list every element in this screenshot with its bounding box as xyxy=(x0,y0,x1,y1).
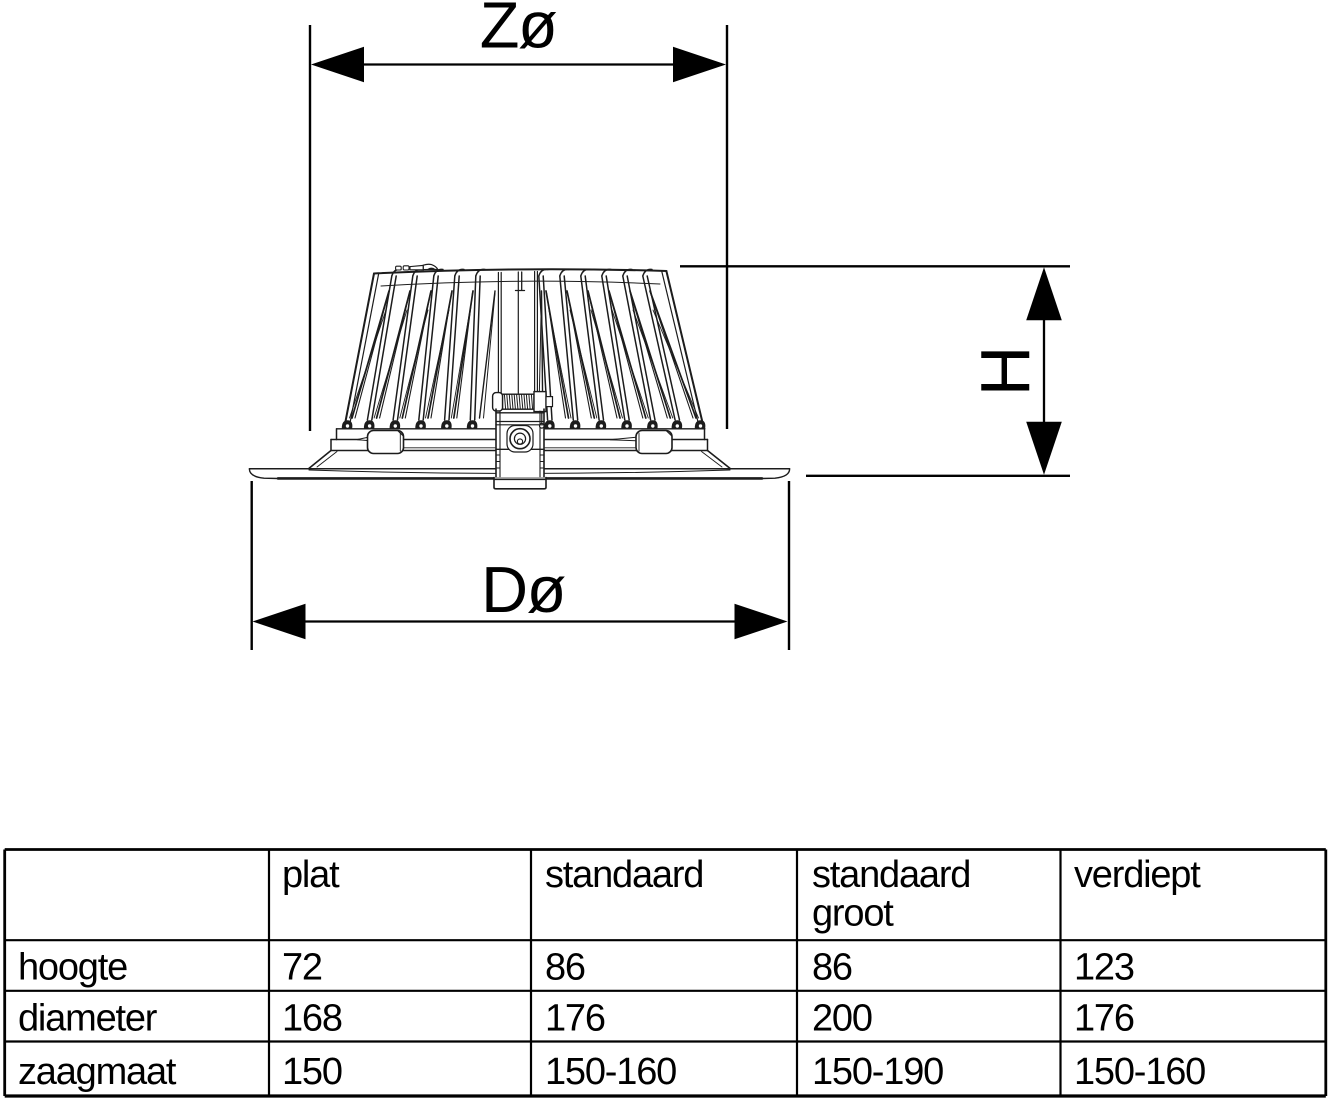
svg-text:verdiept: verdiept xyxy=(1074,854,1201,896)
svg-text:zaagmaat: zaagmaat xyxy=(18,1051,177,1093)
svg-text:123: 123 xyxy=(1074,947,1134,989)
svg-text:150: 150 xyxy=(282,1051,342,1093)
svg-text:86: 86 xyxy=(812,947,852,989)
svg-text:plat: plat xyxy=(282,854,340,896)
svg-text:200: 200 xyxy=(812,998,872,1040)
svg-text:150-160: 150-160 xyxy=(1074,1051,1205,1093)
svg-text:standaard: standaard xyxy=(812,854,970,896)
svg-text:standaard: standaard xyxy=(545,854,703,896)
svg-text:150-190: 150-190 xyxy=(812,1051,943,1093)
svg-text:H: H xyxy=(966,346,1044,397)
svg-text:168: 168 xyxy=(282,998,342,1040)
svg-text:72: 72 xyxy=(282,947,322,989)
svg-text:Zø: Zø xyxy=(480,0,557,62)
svg-text:hoogte: hoogte xyxy=(18,947,127,989)
svg-text:Dø: Dø xyxy=(481,553,565,626)
svg-text:176: 176 xyxy=(545,998,605,1040)
svg-text:176: 176 xyxy=(1074,998,1134,1040)
svg-text:150-160: 150-160 xyxy=(545,1051,676,1093)
svg-text:86: 86 xyxy=(545,947,585,989)
svg-text:groot: groot xyxy=(812,893,894,935)
svg-text:diameter: diameter xyxy=(18,998,158,1040)
